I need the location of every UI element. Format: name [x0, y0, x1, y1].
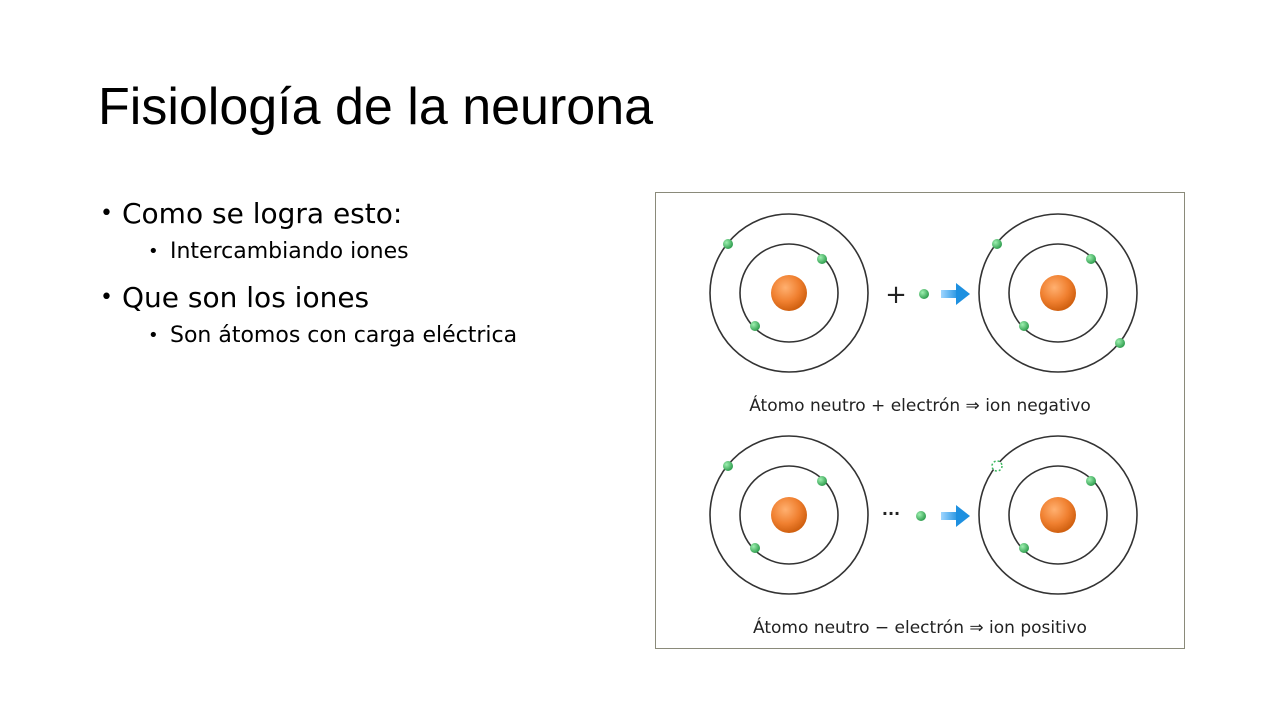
electron-icon [723, 461, 733, 471]
bullet-icon: • [148, 241, 159, 262]
electron-icon [723, 239, 733, 249]
sub-bullet-item: • Intercambiando iones [148, 238, 620, 266]
bullet-list: • Como se logra esto: • Intercambiando i… [100, 196, 620, 364]
electron-icon [1019, 543, 1029, 553]
positive-ion [978, 435, 1138, 595]
sub-bullet-item: • Son átomos con carga eléctrica [148, 322, 620, 350]
electron-icon [1086, 476, 1096, 486]
nucleus-icon [771, 497, 807, 533]
nucleus-icon [771, 275, 807, 311]
arrow-icon [941, 505, 970, 527]
electron-icon [750, 321, 760, 331]
bullet-icon: • [100, 285, 113, 310]
ion-diagram-svg: + Átomo neutro + electrón ⇒ ion negativo [709, 213, 1138, 638]
bullet-icon: • [100, 201, 113, 226]
arrow-icon [941, 283, 970, 305]
bullet-item: • Como se logra esto: [100, 196, 620, 232]
nucleus-icon [1040, 275, 1076, 311]
plus-operator: + [885, 280, 907, 310]
sub-bullet-text: Son átomos con carga eléctrica [170, 323, 518, 348]
sub-bullet-text: Intercambiando iones [170, 239, 409, 264]
bullet-text: Que son los iones [122, 281, 370, 314]
electron-icon [1086, 254, 1096, 264]
negative-ion [978, 213, 1138, 373]
free-electron-icon [919, 289, 929, 299]
missing-electron-icon [991, 460, 1003, 472]
free-electron-icon [916, 511, 926, 521]
electron-icon [1115, 338, 1125, 348]
nucleus-icon [1040, 497, 1076, 533]
caption-positive-ion: Átomo neutro − electrón ⇒ ion positivo [753, 616, 1087, 638]
electron-icon [1019, 321, 1029, 331]
slide-title: Fisiología de la neurona [98, 78, 654, 136]
electron-icon [817, 254, 827, 264]
electron-icon [817, 476, 827, 486]
ion-diagram: + Átomo neutro + electrón ⇒ ion negativo [655, 192, 1185, 649]
minus-operator: ··· [882, 504, 900, 523]
bullet-icon: • [148, 325, 159, 346]
caption-negative-ion: Átomo neutro + electrón ⇒ ion negativo [749, 394, 1091, 416]
neutral-atom-top [709, 213, 869, 373]
bullet-text: Como se logra esto: [122, 197, 403, 230]
electron-icon [750, 543, 760, 553]
neutral-atom-bottom [709, 435, 869, 595]
electron-icon [992, 239, 1002, 249]
bullet-item: • Que son los iones [100, 280, 620, 316]
